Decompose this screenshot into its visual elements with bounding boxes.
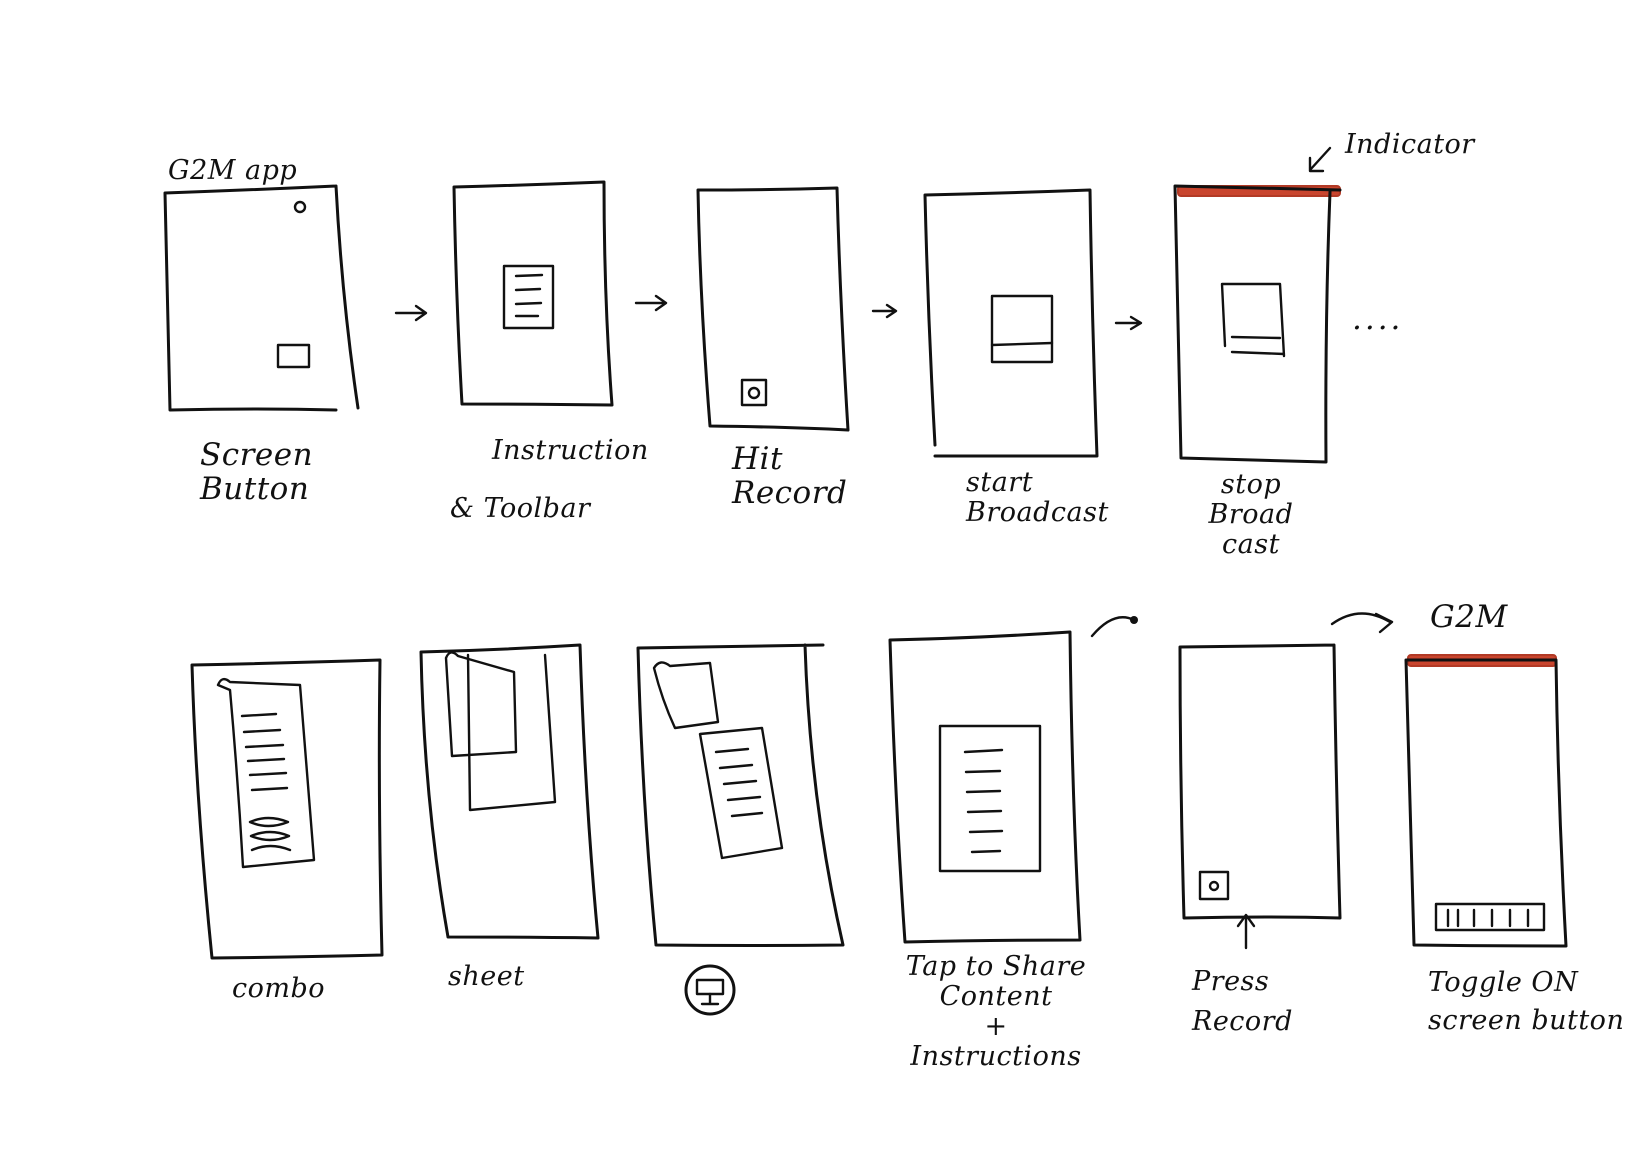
- small-dot-icon: [293, 200, 307, 214]
- indicator-label: Indicator: [1345, 129, 1475, 160]
- frame-combo: [190, 658, 384, 960]
- frame-toggle-screen-button: [1404, 654, 1568, 948]
- g2m-label: G2M: [1430, 599, 1508, 635]
- label-sheet: sheet: [448, 961, 525, 992]
- label-press-record: Press Record: [1192, 966, 1293, 1037]
- frame-g2m-app: [163, 184, 360, 412]
- up-arrow-icon: [1236, 913, 1256, 950]
- frame-tap-to-share: [888, 630, 1082, 944]
- label-toggle-on: Toggle ON screen button: [1428, 967, 1625, 1036]
- label-stop-broadcast: stop Broad cast: [1208, 469, 1294, 560]
- frame-press-record: [1178, 643, 1342, 950]
- frame-sheet: [419, 643, 600, 940]
- app-label: G2M app: [168, 155, 298, 186]
- record-button-icon: [1198, 870, 1230, 901]
- arrow-right-icon: [871, 303, 898, 319]
- broadcast-sheet-icon: [990, 294, 1054, 364]
- indicator-arrow-icon: [1308, 146, 1332, 173]
- frame-screen-share: [636, 643, 845, 947]
- label-toolbar: & Toolbar: [450, 493, 591, 524]
- continuation-dots: ....: [1352, 301, 1404, 337]
- label-screen-button: Screen Button: [200, 437, 314, 507]
- arrow-right-icon: [634, 294, 668, 312]
- screen-button-icon: [276, 343, 311, 369]
- arrow-right-icon: [1114, 315, 1143, 331]
- label-start-broadcast: start Broadcast: [966, 467, 1109, 528]
- frame-instruction-toolbar: [452, 180, 614, 407]
- instructions-card-icon: [938, 724, 1042, 873]
- toolbar-toggle-icon: [1434, 902, 1546, 932]
- frame-start-broadcast: [923, 188, 1099, 458]
- label-hit-record: Hit Record: [732, 441, 848, 511]
- record-button-icon: [740, 378, 768, 407]
- frame-hit-record: [696, 186, 850, 432]
- label-instruction: Instruction: [492, 435, 649, 466]
- frame-stop-broadcast: [1173, 184, 1342, 464]
- label-tap-to-share: Tap to Share Content + Instructions: [905, 951, 1087, 1072]
- curved-arrow-icon: [1330, 612, 1394, 634]
- screen-share-icon: [684, 964, 736, 1016]
- curved-arrow-icon: [1090, 616, 1138, 638]
- label-combo: combo: [232, 973, 326, 1004]
- share-card-icon: [698, 726, 784, 860]
- combo-panel-icon: [216, 677, 316, 869]
- arrow-right-icon: [394, 304, 428, 322]
- instruction-card-icon: [502, 264, 555, 330]
- sheet-panel-icon: [444, 651, 518, 758]
